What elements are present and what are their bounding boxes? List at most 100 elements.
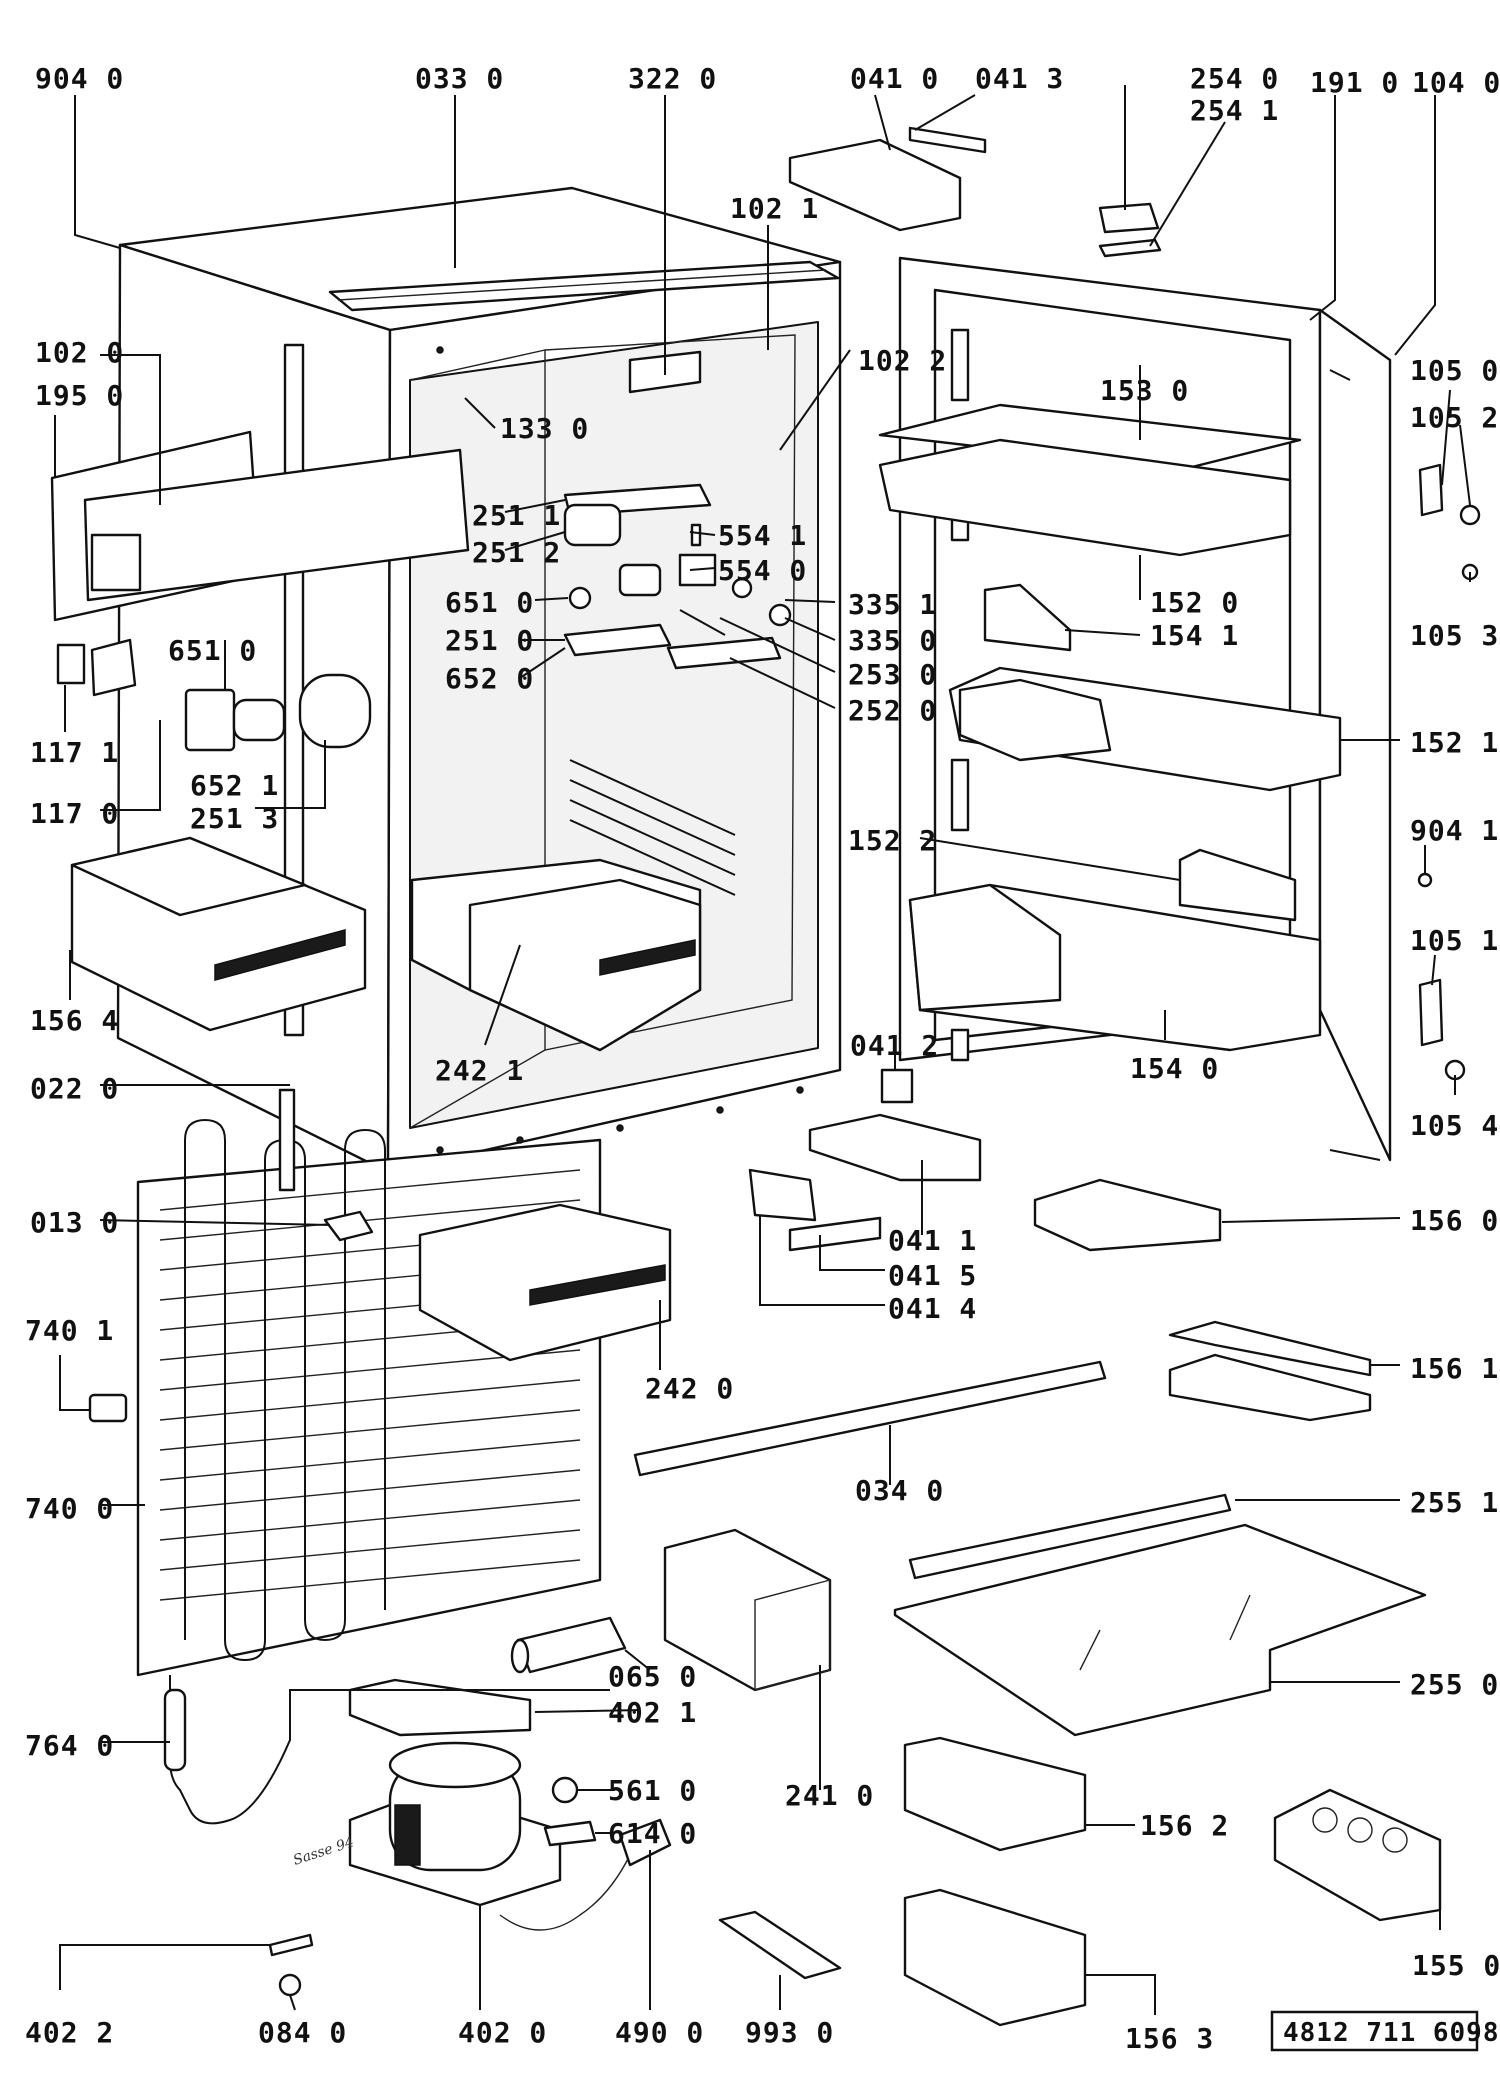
reference-number: 4812 711 60983 (1283, 2018, 1500, 2048)
callout-740-1: 740 1 (25, 1314, 114, 1347)
compressor (348, 1678, 562, 1907)
callout-154-0: 154 0 (1130, 1052, 1219, 1085)
callout-105-4: 105 4 (1410, 1109, 1499, 1142)
callout-554-1: 554 1 (718, 519, 807, 552)
callout-084-0: 084 0 (258, 2016, 347, 2049)
callout-251-2: 251 2 (472, 536, 561, 569)
callout-195-0: 195 0 (35, 379, 124, 412)
callout-152-2: 152 2 (848, 824, 937, 857)
callout-402-1: 402 1 (608, 1696, 697, 1729)
callout-152-1: 152 1 (1410, 726, 1499, 759)
callout-153-0: 153 0 (1100, 374, 1189, 407)
rail-034 (633, 1360, 1107, 1477)
callout-117-0: 117 0 (30, 797, 119, 830)
callout-614-0: 614 0 (608, 1817, 697, 1850)
callout-041-5: 041 5 (888, 1259, 977, 1292)
callout-102-1: 102 1 (730, 192, 819, 225)
callout-034-0: 034 0 (855, 1474, 944, 1507)
callout-253-0: 253 0 (848, 658, 937, 691)
drawer-156-2 (903, 1736, 1087, 1852)
callout-155-0: 155 0 (1412, 1949, 1500, 1982)
callout-156-2: 156 2 (1140, 1809, 1229, 1842)
door-shelf-top (878, 403, 1302, 557)
callout-033-0: 033 0 (415, 62, 504, 95)
callout-105-3: 105 3 (1410, 619, 1499, 652)
callout-041-0: 041 0 (850, 62, 939, 95)
callout-252-0: 252 0 (848, 694, 937, 727)
callout-156-1: 156 1 (1410, 1352, 1499, 1385)
crisper-242-1 (410, 858, 702, 1052)
power-cord (499, 1818, 672, 1931)
drawer-156-3 (903, 1888, 1087, 2027)
callout-152-0: 152 0 (1150, 586, 1239, 619)
callout-105-0: 105 0 (1410, 354, 1499, 387)
door-bin-152-1 (948, 666, 1342, 792)
callout-322-0: 322 0 (628, 62, 717, 95)
butter-compartment (1178, 848, 1297, 922)
signature: Sasse 94 (291, 1834, 356, 1869)
wire-basket (663, 1528, 832, 1692)
callout-133-0: 133 0 (500, 412, 589, 445)
ice-tray-156-1 (1168, 1320, 1372, 1422)
callout-241-0: 241 0 (785, 1779, 874, 1812)
cover-panel (50, 430, 470, 622)
callout-154-1: 154 1 (1150, 619, 1239, 652)
reference-box: 4812 711 60983 (1270, 2010, 1500, 2052)
callout-402-0: 402 0 (458, 2016, 547, 2049)
callout-254-1: 254 1 (1190, 94, 1279, 127)
callout-102-0: 102 0 (35, 336, 124, 369)
leader-lines (54, 85, 1471, 2015)
callout-041-1: 041 1 (888, 1224, 977, 1257)
small-parts (268, 1776, 597, 1997)
callout-652-0: 652 0 (445, 662, 534, 695)
callout-255-0: 255 0 (1410, 1668, 1499, 1701)
callout-105-2: 105 2 (1410, 401, 1499, 434)
door-bin-154-0 (908, 883, 1322, 1052)
thermostat (56, 638, 372, 752)
egg-holder-155-0 (1273, 1788, 1442, 1922)
callout-651-0-a: 651 0 (445, 586, 534, 619)
top-hinge (788, 126, 1162, 258)
callout-402-2: 402 2 (25, 2016, 114, 2049)
capillary-pipe (163, 1675, 610, 1825)
callout-041-3: 041 3 (975, 62, 1064, 95)
callout-041-2: 041 2 (850, 1029, 939, 1062)
callout-993-0: 993 0 (745, 2016, 834, 2049)
callout-104-0: 104 0 (1412, 66, 1500, 99)
callout-242-1: 242 1 (435, 1054, 524, 1087)
callout-156-4: 156 4 (30, 1004, 119, 1037)
callout-335-1: 335 1 (848, 588, 937, 621)
callout-740-0: 740 0 (25, 1492, 114, 1525)
filter-tube (510, 1616, 627, 1674)
callout-117-1: 117 1 (30, 736, 119, 769)
callout-242-0: 242 0 (645, 1372, 734, 1405)
scraper (718, 1910, 842, 1980)
crisper-156-4 (70, 836, 367, 1032)
callout-561-0: 561 0 (608, 1774, 697, 1807)
callout-065-0: 065 0 (608, 1660, 697, 1693)
crisper-242-0 (418, 1203, 672, 1362)
callout-105-1: 105 1 (1410, 924, 1499, 957)
callout-251-3: 251 3 (190, 802, 279, 835)
callout-102-2: 102 2 (858, 344, 947, 377)
bottom-hinge (748, 1068, 982, 1252)
callout-335-0: 335 0 (848, 624, 937, 657)
callout-651-0-b: 651 0 (168, 634, 257, 667)
condenser-grid (136, 1088, 602, 1677)
callout-652-1: 652 1 (190, 769, 279, 802)
callout-labels: 904 0 033 0 322 0 041 0 041 3 254 0 254 … (25, 62, 1500, 2055)
callout-490-0: 490 0 (615, 2016, 704, 2049)
callout-156-3: 156 3 (1125, 2022, 1214, 2055)
light-unit (563, 483, 792, 670)
egg-tray (983, 583, 1072, 652)
callout-254-0: 254 0 (1190, 62, 1279, 95)
callout-764-0: 764 0 (25, 1729, 114, 1762)
callout-041-4: 041 4 (888, 1292, 977, 1325)
callout-904-0: 904 0 (35, 62, 124, 95)
glass-shelf (893, 1493, 1427, 1737)
callout-191-0: 191 0 (1310, 66, 1399, 99)
callout-013-0: 013 0 (30, 1206, 119, 1239)
callout-251-1: 251 1 (472, 499, 561, 532)
callout-156-0: 156 0 (1410, 1204, 1499, 1237)
